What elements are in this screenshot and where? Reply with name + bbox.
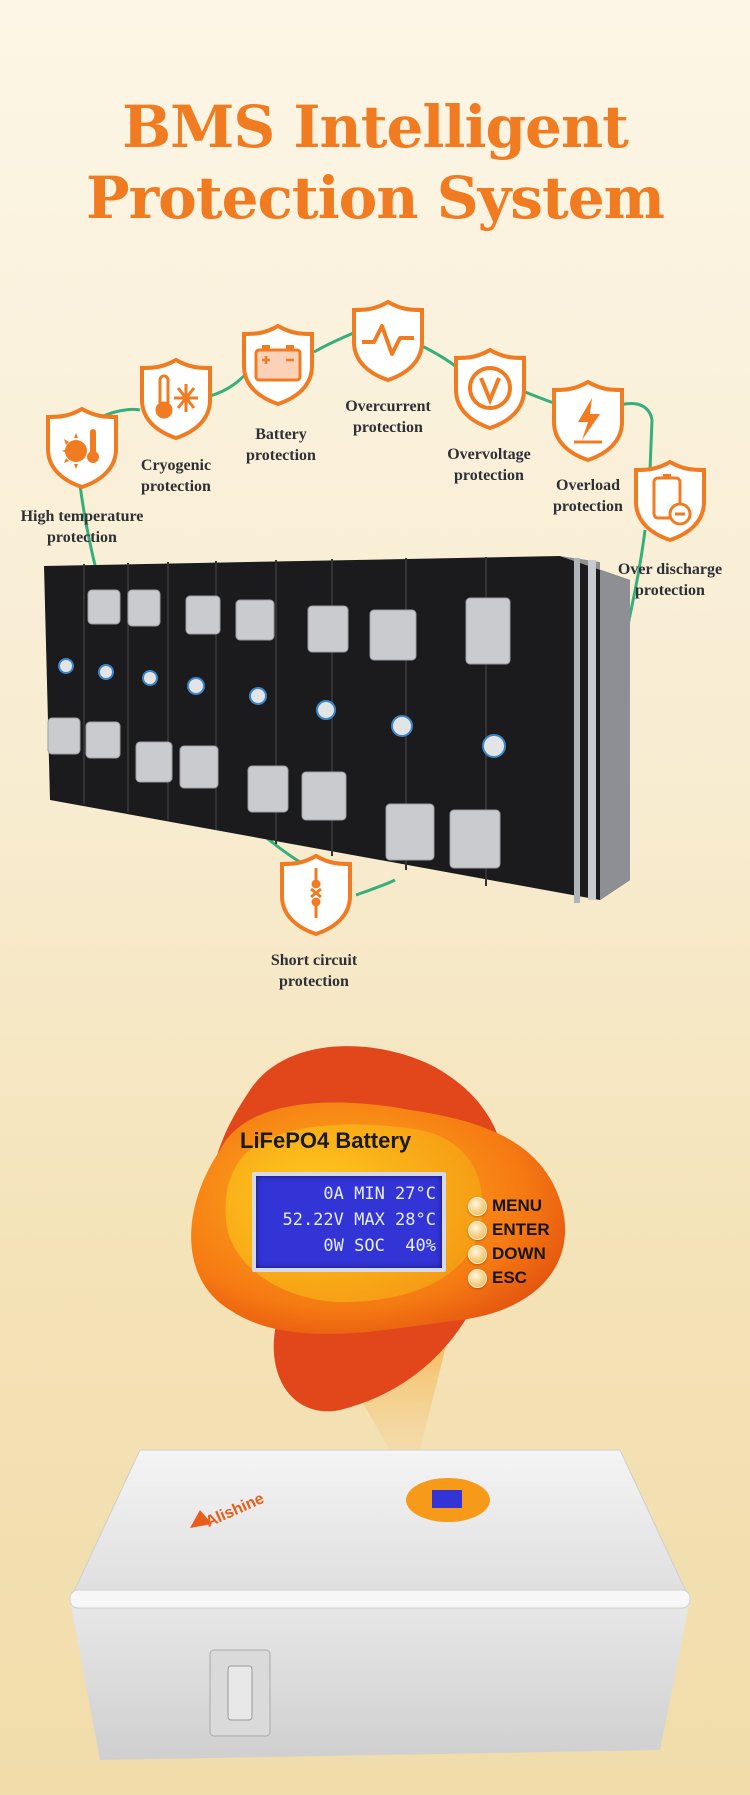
- overload-badge: [552, 379, 624, 462]
- down-button[interactable]: DOWN: [468, 1243, 546, 1265]
- esc-button-knob[interactable]: [468, 1268, 487, 1288]
- esc-button[interactable]: ESC: [468, 1267, 527, 1289]
- menu-button[interactable]: MENU: [468, 1195, 542, 1217]
- thermometer-snowflake-icon: [155, 374, 198, 419]
- short-circuit-badge: [280, 853, 352, 936]
- lightning-bolt-icon: [574, 398, 602, 444]
- current-wave-icon: [362, 324, 414, 356]
- overvoltage-badge: [454, 347, 526, 430]
- lcd-line-2: 52.22V MAX 28°C: [282, 1210, 436, 1230]
- high-temperature-badge: [46, 406, 118, 489]
- battery-cell-pack-image: [44, 556, 630, 903]
- phone-battery-minus-icon: [652, 474, 692, 526]
- menu-button-label: MENU: [492, 1196, 543, 1215]
- enter-button-label: ENTER: [492, 1220, 550, 1239]
- overcurrent-badge: [352, 299, 424, 382]
- down-button-knob[interactable]: [468, 1244, 487, 1264]
- battery-badge: [242, 323, 314, 406]
- page-title-line-1: BMS Intelligent: [122, 93, 629, 161]
- switch-open-icon: [310, 868, 322, 918]
- enter-button[interactable]: ENTER: [468, 1219, 550, 1241]
- battery-box-image: [69, 1449, 691, 1760]
- esc-button-label: ESC: [492, 1268, 527, 1287]
- cryogenic-badge: [140, 357, 212, 440]
- enter-button-knob[interactable]: [468, 1220, 487, 1240]
- menu-button-knob[interactable]: [468, 1196, 487, 1216]
- lcd-line-1: 0A MIN 27°C: [323, 1184, 436, 1204]
- display-title: LiFePO4 Battery: [240, 1128, 412, 1153]
- lcd-line-3: 0W SOC 40%: [323, 1236, 436, 1256]
- page-title-line-2: Protection System: [85, 164, 665, 232]
- battery-icon: [254, 345, 302, 382]
- down-button-label: DOWN: [492, 1244, 546, 1263]
- lcd-screen: 0A MIN 27°C 52.22V MAX 28°C 0W SOC 40%: [252, 1172, 446, 1272]
- voltage-v-icon: [468, 366, 512, 410]
- thermometer-sun-icon: [62, 429, 99, 469]
- over-discharge-badge: [634, 459, 706, 542]
